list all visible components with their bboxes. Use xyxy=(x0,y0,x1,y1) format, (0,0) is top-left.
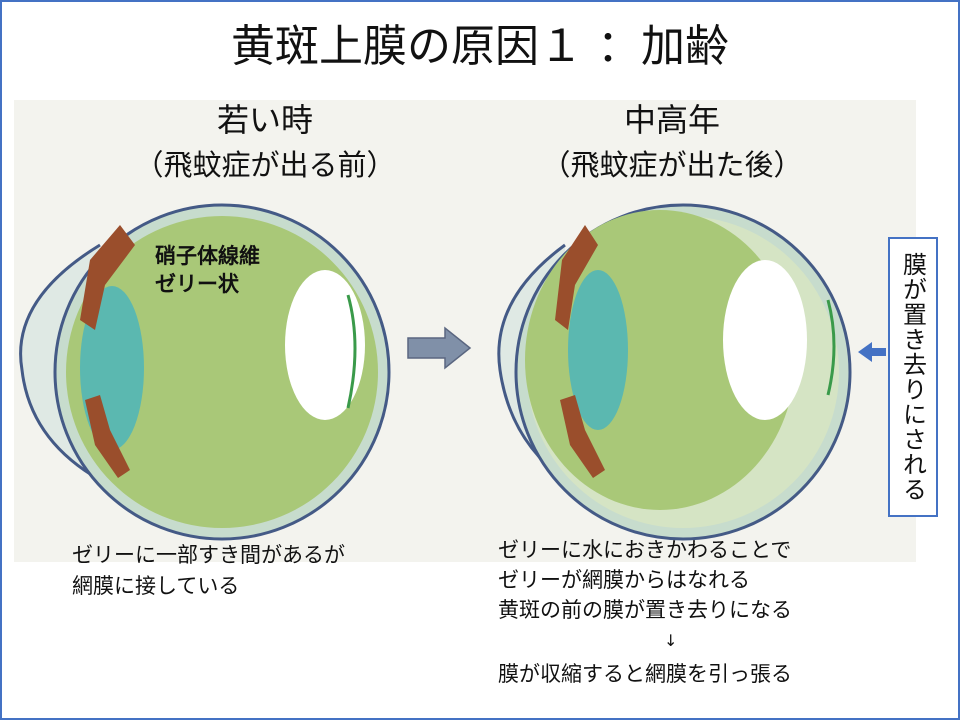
right-subheading: （飛蚊症が出た後） xyxy=(541,148,803,182)
iris-upper xyxy=(80,225,135,330)
right-caption-1: ゼリーに水におきかわることで xyxy=(498,538,792,562)
macula-space xyxy=(723,260,807,420)
lens xyxy=(568,270,628,430)
right-caption-3: 黄斑の前の膜が置き去りになる xyxy=(498,598,792,622)
left-subheading: （飛蚊症が出る前） xyxy=(134,148,396,182)
left-heading: 若い時 xyxy=(216,101,313,139)
vitreous-label-2: ゼリー状 xyxy=(155,272,239,296)
right-heading: 中高年 xyxy=(623,101,720,139)
progression-arrow-icon xyxy=(407,326,472,370)
right-caption-2: ゼリーが網膜からはなれる xyxy=(498,568,750,592)
aged-eye xyxy=(497,203,852,541)
left-caption-1: ゼリーに一部すき間があるが xyxy=(72,543,345,567)
left-caption-2: 網膜に接している xyxy=(72,574,240,598)
macula-space xyxy=(285,270,365,420)
callout-box: 膜が置き去りにされる xyxy=(888,237,938,517)
down-arrow-icon: ↓ xyxy=(664,631,678,650)
right-caption-4: 膜が収縮すると網膜を引っ張る xyxy=(498,662,792,686)
left-behind-membrane xyxy=(826,299,836,396)
callout-arrow-icon xyxy=(858,342,886,362)
young-eye xyxy=(19,203,391,541)
iris-lower xyxy=(85,395,130,478)
slide-title: 黄斑上膜の原因１ ：加齢 xyxy=(231,21,729,72)
vitreous-label-1: 硝子体線維 xyxy=(155,244,260,268)
